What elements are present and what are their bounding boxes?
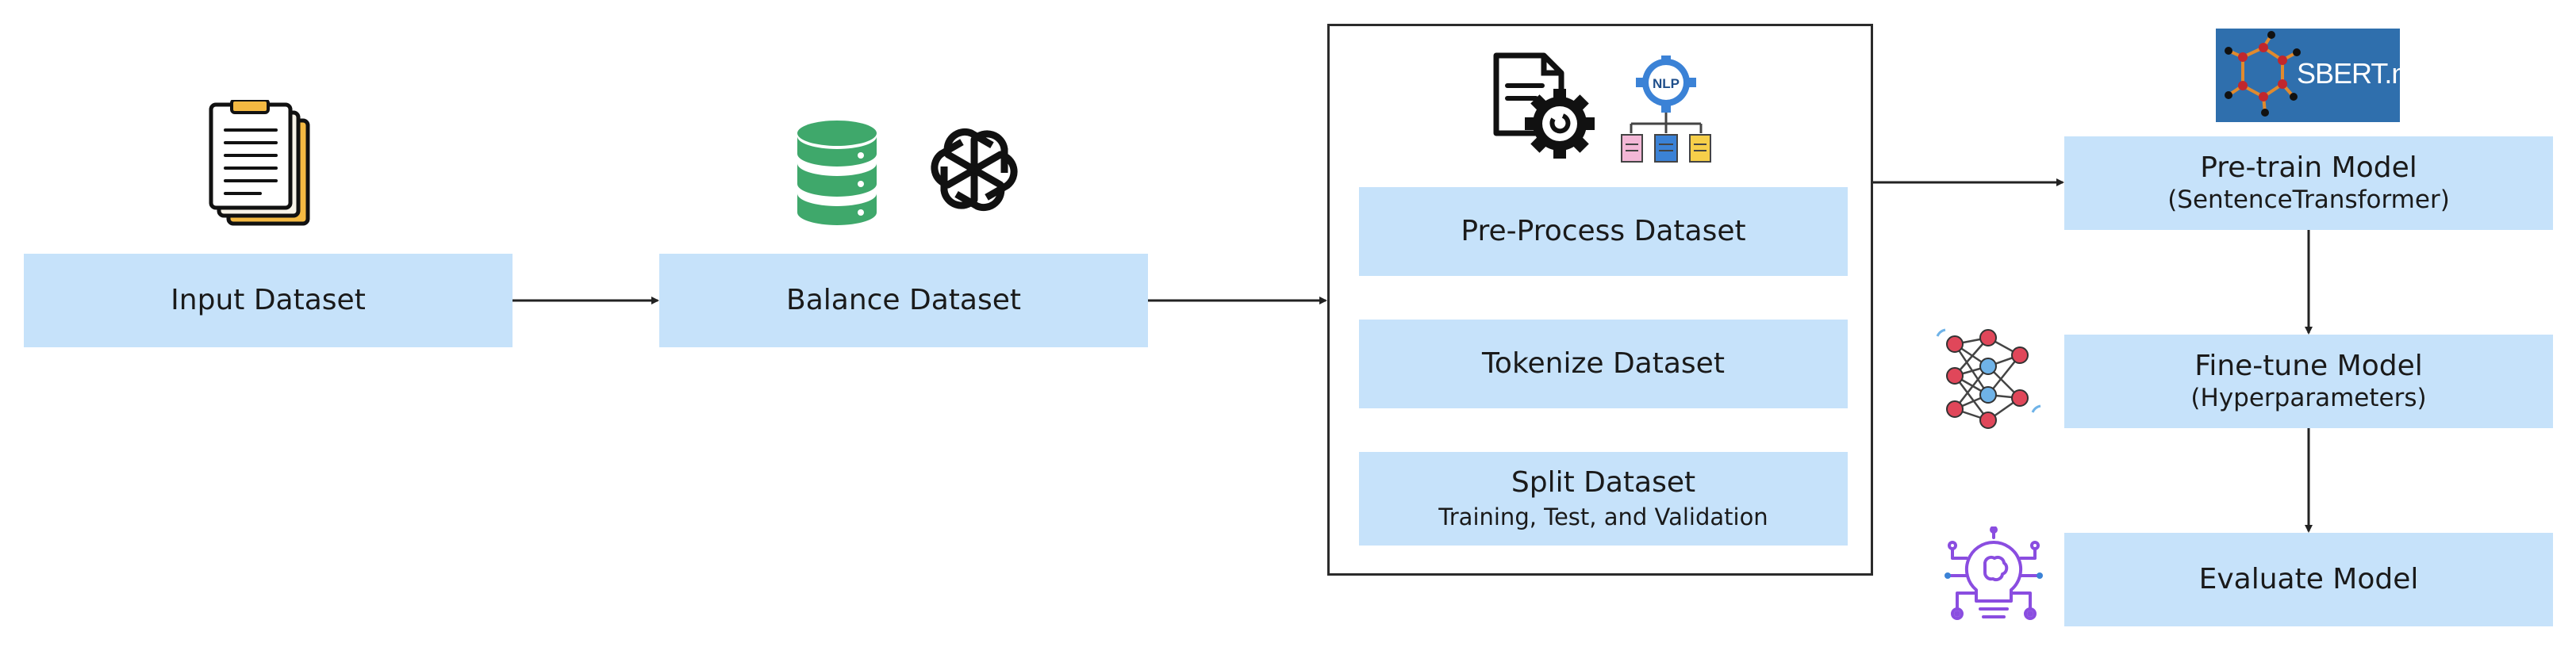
step-tokenize-dataset: Tokenize Dataset (1359, 320, 1848, 408)
step-input-label: Input Dataset (171, 284, 366, 317)
step-evaluate-model: Evaluate Model (2064, 533, 2553, 626)
step-finetune-detail: (Hyperparameters) (2190, 384, 2427, 413)
step-balance-label: Balance Dataset (786, 284, 1021, 317)
step-split-dataset: Split Dataset Training, Test, and Valida… (1359, 452, 1848, 546)
document-gear-icon (1493, 52, 1595, 159)
sbert-logo: SBERT.net (2216, 29, 2400, 122)
step-pretrain-label: Pre-train Model (2200, 151, 2417, 185)
step-pretrain-detail: (SentenceTransformer) (2167, 186, 2450, 215)
step-finetune-model: Fine-tune Model (Hyperparameters) (2064, 335, 2553, 428)
step-pretrain-model: Pre-train Model (SentenceTransformer) (2064, 136, 2553, 230)
document-stack-icon (209, 100, 310, 226)
database-icon (797, 121, 877, 225)
sbert-logo-text: SBERT.net (2297, 57, 2400, 90)
openai-logo-icon (931, 128, 1018, 212)
nlp-badge-text: NLP (1653, 76, 1680, 91)
step-finetune-label: Fine-tune Model (2194, 350, 2423, 383)
step-balance-dataset: Balance Dataset (659, 254, 1148, 347)
nlp-network-icon: NLP (1621, 56, 1711, 163)
step-input-dataset: Input Dataset (24, 254, 513, 347)
neural-network-icon (1936, 328, 2041, 429)
step-preprocess-dataset: Pre-Process Dataset (1359, 187, 1848, 276)
step-evaluate-label: Evaluate Model (2198, 563, 2419, 596)
step-split-detail: Training, Test, and Validation (1438, 503, 1768, 530)
ai-bulb-icon (1944, 526, 2043, 620)
step-preprocess-label: Pre-Process Dataset (1461, 215, 1746, 248)
step-tokenize-label: Tokenize Dataset (1482, 347, 1725, 381)
step-split-label: Split Dataset (1511, 465, 1696, 499)
